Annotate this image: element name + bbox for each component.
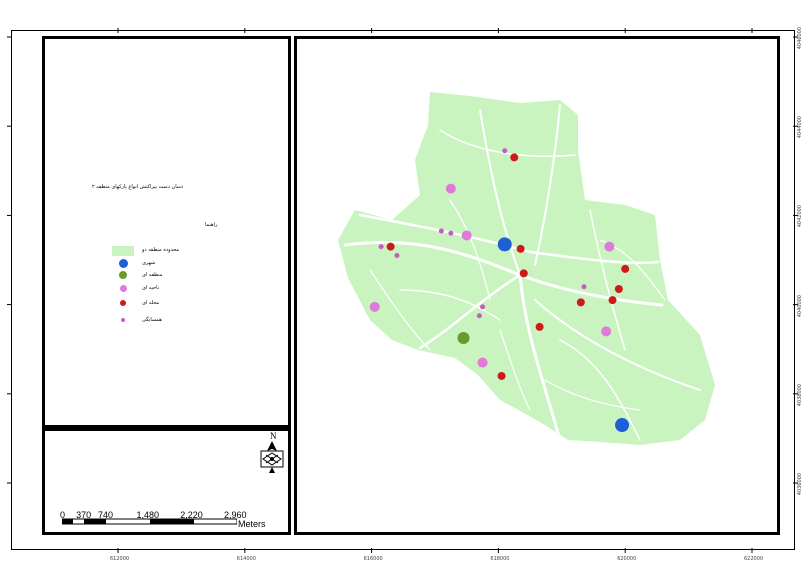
park-marker: [476, 313, 482, 319]
park-marker: [601, 326, 612, 337]
y-tick-label: 4038000: [797, 383, 803, 407]
scale-label-0: 0: [60, 510, 66, 520]
legend-panel: [42, 36, 291, 428]
scale-label-2: 740: [97, 510, 113, 520]
legend-label-5: همسایگی: [142, 317, 162, 323]
legend-label-1: شهری: [142, 260, 156, 266]
park-marker: [445, 183, 456, 194]
park-marker: [369, 301, 380, 312]
x-tick-label: 614000: [236, 556, 256, 562]
park-marker: [621, 264, 630, 273]
park-marker: [604, 241, 615, 252]
park-marker: [535, 322, 544, 331]
scale-label-3: 1,480: [136, 510, 160, 520]
scale-bar: [62, 518, 237, 525]
park-marker: [576, 298, 585, 307]
north-label: N: [270, 431, 277, 441]
legend-label-2: منطقه ای: [142, 272, 163, 278]
legend-label-0: محدوده منطقه دو: [142, 247, 180, 253]
x-tick-label: 612000: [110, 556, 130, 562]
scale-label-5: 2,960: [224, 510, 247, 520]
coordinate-ticks: [7, 28, 798, 553]
park-marker: [581, 284, 587, 290]
scale-label-4: 2,220: [180, 510, 203, 520]
park-marker: [608, 296, 617, 305]
x-tick-label: 618000: [490, 556, 510, 562]
legend-swatch-4: [120, 300, 126, 306]
park-marker: [394, 253, 400, 259]
y-tick-label: 4040000: [797, 294, 803, 317]
legend-subtitle: راهنما: [205, 222, 218, 228]
scale-units: Meters: [238, 519, 266, 529]
legend-swatch-2: [119, 271, 127, 279]
y-tick-label: 4046000: [797, 27, 803, 50]
park-marker: [516, 244, 525, 253]
park-marker: [497, 371, 506, 380]
legend-swatch-1: [118, 258, 128, 268]
north-arrow-icon: N: [260, 431, 284, 473]
park-marker: [461, 230, 472, 241]
park-marker: [480, 304, 486, 310]
y-tick-label: 4044000: [797, 116, 803, 139]
legend-title: دسان دست پیراکنش انواع پارکهای منطقه ۲: [92, 184, 184, 190]
y-tick-label: 4036000: [797, 473, 803, 496]
legend-swatch-5: [121, 318, 125, 322]
park-marker: [497, 237, 512, 252]
x-tick-label: 616000: [363, 556, 383, 562]
x-tick-label: 622000: [744, 556, 764, 562]
legend-label-4: محله ای: [142, 300, 160, 306]
park-marker: [457, 332, 470, 345]
park-marker: [615, 418, 630, 433]
park-marker: [378, 244, 384, 250]
park-marker: [477, 357, 488, 368]
park-marker: [510, 153, 519, 162]
park-marker: [502, 148, 508, 154]
park-marker: [448, 230, 454, 236]
park-marker: [614, 284, 623, 293]
y-tick-label: 4042000: [797, 205, 803, 228]
district-boundary: [338, 92, 715, 445]
park-marker: [386, 242, 395, 251]
park-marker: [519, 269, 528, 278]
legend-swatch-0: [112, 246, 134, 256]
park-marker: [438, 228, 444, 234]
map-layout-frame: [11, 30, 795, 550]
x-tick-label: 620000: [617, 556, 637, 562]
scale-panel: [42, 428, 291, 535]
scale-label-1: 370: [76, 510, 92, 520]
legend-label-3: ناحیه ای: [142, 285, 160, 291]
parks-layer: [369, 148, 630, 433]
legend-swatch-3: [119, 284, 127, 292]
